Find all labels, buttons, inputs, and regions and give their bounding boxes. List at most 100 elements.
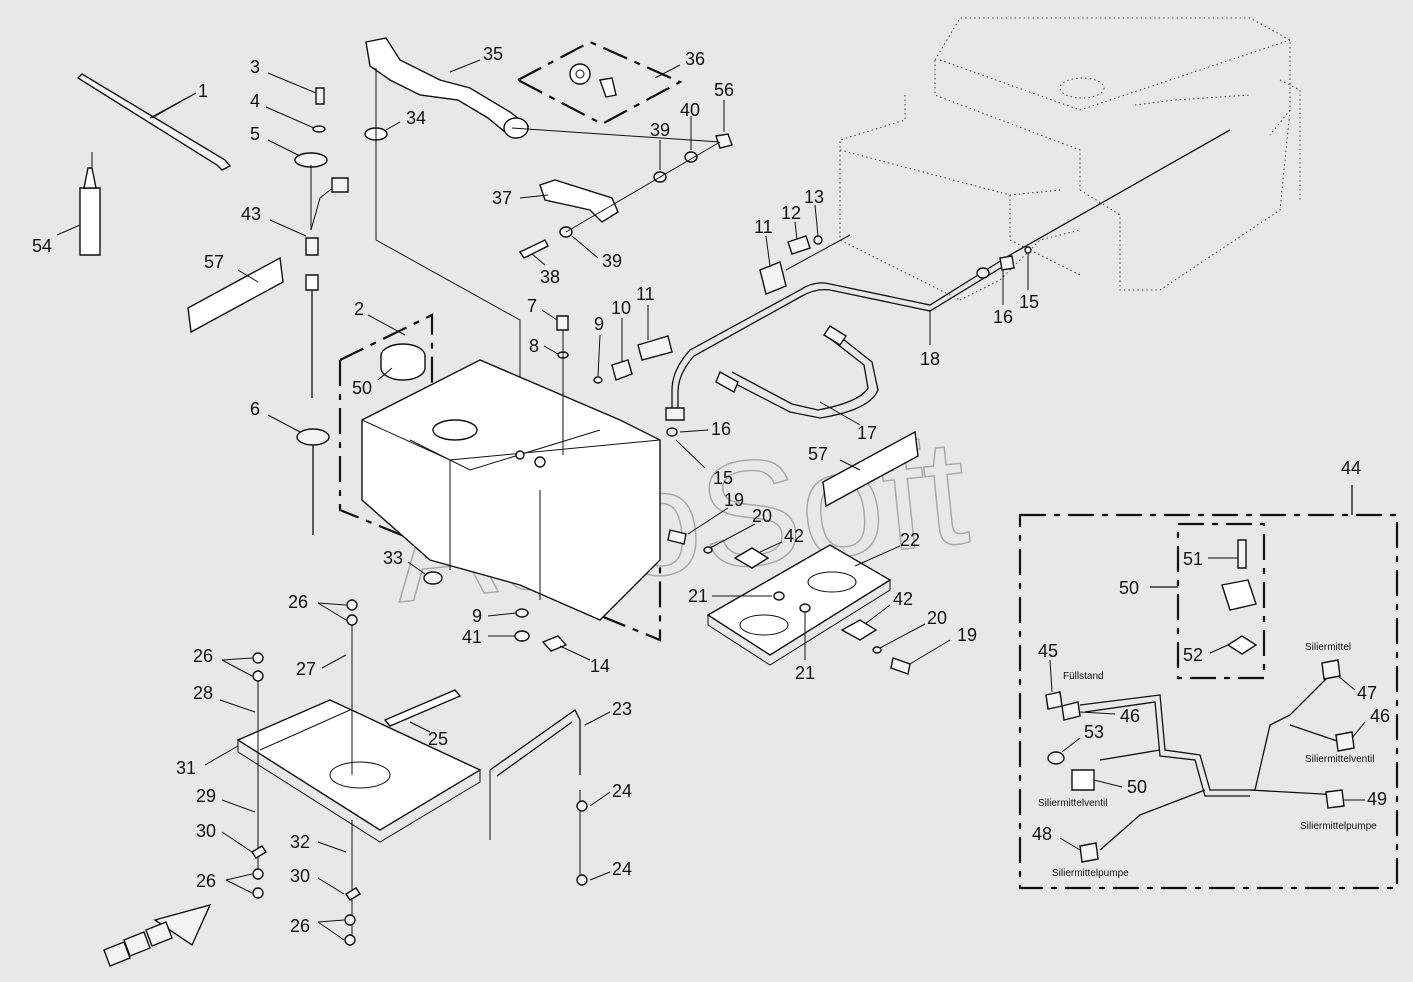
callout-12: 12 [781,203,801,223]
callout-11-right: 11 [754,217,773,237]
callout-9-top: 9 [594,314,604,334]
callout-42-top: 42 [784,526,804,546]
mounting-frame [236,599,588,946]
callout-50-tank: 50 [352,378,372,398]
bracket-assembly [511,127,733,259]
caption-siliermittelventil-left: Siliermittelventil [1038,798,1107,809]
return-hose [715,325,879,419]
caption-siliermittelpumpe-right: Siliermittelpumpe [1300,821,1377,832]
callout-57-right: 57 [808,444,828,464]
filler-pipe [364,37,530,400]
leader-lines [149,59,1366,941]
callout-21-bottom: 21 [795,663,815,683]
callout-1: 1 [198,81,208,101]
callout-17: 17 [857,423,877,443]
callout-42-bottom: 42 [893,589,913,609]
callout-50-inset-top: 50 [1119,578,1139,598]
callout-16-right: 16 [993,307,1013,327]
callout-39-bottom: 39 [602,251,622,271]
cap-assembly-box [515,40,683,126]
callout-47: 47 [1357,683,1377,703]
sealant-tube [56,152,101,256]
callout-24-bottom: 24 [612,859,632,879]
callout-labels: 1 54 3 4 5 43 57 6 35 34 36 39 40 56 37 … [32,44,1390,936]
callout-46-left: 46 [1120,706,1140,726]
callout-15-right: 15 [1019,292,1039,312]
callout-34: 34 [406,108,426,128]
callout-38: 38 [540,267,560,287]
caption-siliermittel: Siliermittel [1305,642,1351,653]
foam-pad-left [187,256,284,334]
caption-fuellstand: Füllstand [1063,671,1104,682]
callout-7: 7 [527,296,537,316]
callout-5: 5 [250,124,260,144]
callout-50-inset-bottom: 50 [1127,777,1147,797]
callout-6: 6 [250,399,260,419]
callout-24-top: 24 [612,781,632,801]
callout-19-bottom: 19 [957,625,977,645]
callout-11-left: 11 [636,284,655,304]
callout-56: 56 [714,80,734,100]
callout-10: 10 [611,298,631,318]
callout-13: 13 [804,187,824,207]
foam-pad-right [822,430,919,508]
upper-fittings [759,234,851,295]
main-tank [338,313,662,652]
direction-arrow [103,903,212,967]
callout-40: 40 [680,100,700,120]
caption-siliermittelpumpe-left: Siliermittelpumpe [1052,868,1129,879]
callout-14: 14 [590,656,610,676]
callout-28: 28 [193,683,213,703]
level-sensor [294,87,349,535]
callout-32: 32 [290,832,310,852]
callout-25: 25 [428,729,448,749]
callout-48: 48 [1032,824,1052,844]
callout-26-bottom: 26 [290,916,310,936]
callout-9-bottom: 9 [472,606,482,626]
base-tray [667,529,911,675]
caption-siliermittelventil-right: Siliermittelventil [1305,754,1374,765]
callout-30-left: 30 [196,821,216,841]
callout-43: 43 [241,204,261,224]
callout-18: 18 [920,349,940,369]
callout-33: 33 [383,548,403,568]
callout-26-left: 26 [193,646,213,666]
callout-46-right: 46 [1370,706,1390,726]
callout-53: 53 [1084,722,1104,742]
callout-19-top: 19 [724,490,744,510]
callout-37: 37 [492,188,512,208]
wiring-inset [1018,485,1399,890]
callout-15-left: 15 [713,468,733,488]
callout-4: 4 [250,91,260,111]
callout-22: 22 [900,530,920,550]
callout-27: 27 [296,659,316,679]
callout-3: 3 [250,57,260,77]
callout-30-center: 30 [290,866,310,886]
callout-29: 29 [196,786,216,806]
tank-fittings [556,315,673,455]
background-machine [839,17,1301,301]
callout-36: 36 [685,49,705,69]
callout-23: 23 [612,699,632,719]
callout-44: 44 [1341,458,1361,478]
callout-8: 8 [529,336,539,356]
callout-49: 49 [1367,789,1387,809]
supply-hose [665,129,1231,437]
callout-52: 52 [1183,645,1203,665]
callout-21-left: 21 [688,586,708,606]
callout-2: 2 [354,299,364,319]
callout-26-top: 26 [288,592,308,612]
callout-41: 41 [462,627,482,647]
callout-26-left-bottom: 26 [196,871,216,891]
inset-captions: Füllstand Siliermittel Siliermittelventi… [1038,642,1377,879]
callout-57-left: 57 [204,252,224,272]
callout-54: 54 [32,236,52,256]
callout-45: 45 [1038,641,1058,661]
callout-20-top: 20 [752,506,772,526]
callout-20-bottom: 20 [927,608,947,628]
callout-31: 31 [176,758,196,778]
callout-51: 51 [1183,549,1203,569]
callout-16-left: 16 [711,419,731,439]
